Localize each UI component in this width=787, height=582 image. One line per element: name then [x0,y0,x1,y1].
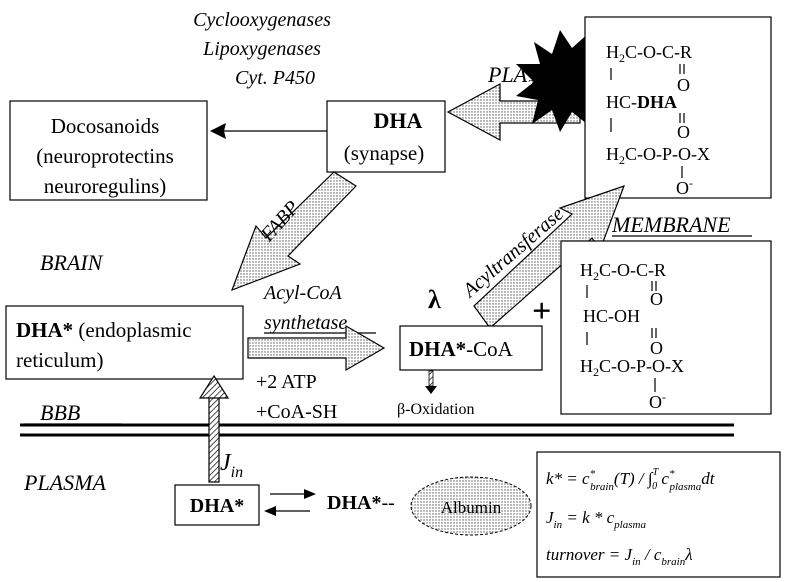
membrane-phospholipid-bottom: H2C-O-C-R O HC-OH O H2C-O-P-O-X O- [560,240,772,415]
bottom-o1: O [650,289,663,309]
synapse-to-docosanoids-arrow [210,123,328,139]
brain-label: BRAIN [40,250,104,275]
beta-oxidation-label: β-Oxidation [397,401,474,418]
dha-plasma-label: DHA* [190,495,244,517]
synthetase-label: synthetase [264,312,347,334]
bottom-mid-row: HC-OH [583,306,640,326]
equation-turnover: turnover = Jin / cbrainλ [546,545,693,568]
top-row1: H2C-O-C-R [606,42,692,65]
dha-synapse-title: DHA [374,108,423,133]
equilibrium-arrows [264,489,316,516]
bottom-o3: O- [649,390,666,412]
membrane-label: MEMBRANE [611,212,731,237]
acyl-coa-label: Acyl-CoA [262,282,343,304]
docosanoids-line3: neuroregulins) [44,174,166,198]
dha-er-line2: reticulum) [16,348,103,372]
membrane-phospholipid-top: H2C-O-C-R O HC-DHA O H2C-O-P-O-X O- [584,16,772,199]
equation-jin: Jin = k * cplasma [546,508,646,531]
bottom-o2: O [650,338,663,358]
enzyme-cyt-p450: Cyt. P450 [235,67,315,89]
enzyme-lipoxygenases: Lipoxygenases [202,38,321,60]
dha-synapse-subtitle: (synapse) [344,141,424,165]
dha-albumin-prefix: DHA*-- [327,492,395,514]
top-o2: O [677,122,690,142]
pla2-arrow [446,82,581,142]
dha-coa-label: DHA*-CoA [409,337,514,361]
jin-label: Jin [220,450,243,481]
enzymes-label: Cyclooxygenases Lipoxygenases Cyt. P450 [193,9,331,89]
bottom-row3: H2C-O-P-O-X [580,356,684,379]
fabp-arrow [230,171,357,292]
acyltransferase-arrow [473,185,626,329]
er-to-coa-arrow [247,324,386,372]
dha-synapse-box: DHA (synapse) [326,100,446,173]
docosanoids-line2: (neuroprotectins [36,144,174,168]
albumin-label: Albumin [441,498,502,517]
docosanoids-box: Docosanoids (neuroprotectins neuroreguli… [9,100,208,201]
dha-er-box: DHA* (endoplasmic reticulum) [5,305,244,380]
plasma-to-er-arrow [198,374,230,483]
top-mid-row: HC-DHA [606,92,677,112]
top-o3: O- [676,176,693,198]
bbb-label: BBB [40,400,80,425]
plus-sign: + [532,293,551,330]
dha-plasma-box: DHA* [174,484,260,526]
bottom-row1: H2C-O-C-R [580,260,666,283]
docosanoids-title: Docosanoids [51,114,160,138]
plasma-label: PLASMA [23,470,106,495]
dha-er-line1: DHA* (endoplasmic [16,318,192,342]
albumin-ellipse: Albumin [410,476,532,536]
top-o1: O [677,75,690,95]
lambda-symbol: λ [428,285,441,314]
top-row3: H2C-O-P-O-X [606,144,710,167]
dha-coa-box: DHA*-CoA [399,325,543,371]
coash-label: +CoA-SH [256,401,337,423]
enzyme-cyclooxygenases: Cyclooxygenases [193,9,331,31]
beta-oxidation-arrow [425,370,437,394]
atp-label: +2 ATP [256,371,317,393]
